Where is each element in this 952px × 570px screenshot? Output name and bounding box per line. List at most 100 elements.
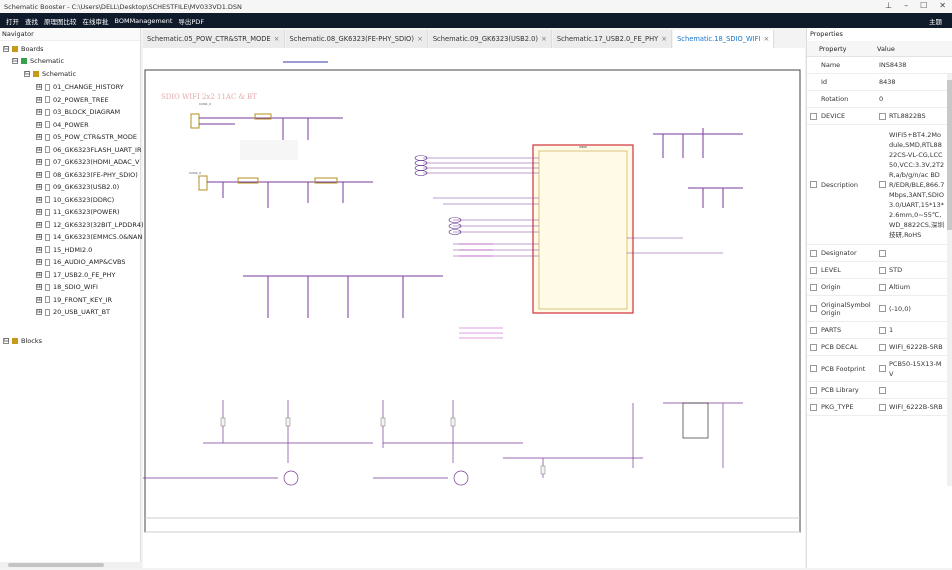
- tree-page-item[interactable]: ⊞06_GK6323FLASH_UART_IR: [36, 144, 141, 156]
- property-checkbox[interactable]: [810, 181, 817, 188]
- tree-page-item[interactable]: ⊞10_GK6323(DDRC): [36, 194, 114, 206]
- tree-page-item[interactable]: ⊞18_SDIO_WIFI: [36, 281, 98, 293]
- value-checkbox[interactable]: [879, 386, 886, 394]
- tree-page-item[interactable]: ⊞15_HDMI2.0: [36, 244, 92, 256]
- expand-icon[interactable]: ⊞: [36, 245, 43, 253]
- property-value[interactable]: INS8438: [875, 60, 945, 70]
- property-value[interactable]: [875, 249, 945, 257]
- property-checkbox[interactable]: [810, 386, 817, 394]
- expand-icon[interactable]: ⊞: [36, 183, 43, 190]
- property-value[interactable]: RTL8822BS: [875, 111, 945, 121]
- property-value[interactable]: STD: [875, 265, 945, 275]
- property-checkbox[interactable]: [810, 365, 817, 372]
- property-value[interactable]: WIFI_6222B-SRB: [875, 402, 945, 412]
- property-value[interactable]: 1: [875, 325, 945, 335]
- property-value[interactable]: Altium: [875, 282, 945, 292]
- tree-page-item[interactable]: ⊞07_GK6323(HDMI_ADAC_V: [36, 156, 139, 168]
- value-checkbox[interactable]: [879, 181, 886, 188]
- property-value[interactable]: WIFI5+BT4.2Module,SMD,RTL8822CS-VL-CG,LC…: [875, 130, 945, 240]
- tree-page-item[interactable]: ⊞03_BLOCK_DIAGRAM: [36, 106, 120, 118]
- expand-icon[interactable]: ⊞: [36, 83, 43, 90]
- tab-schematic[interactable]: Schematic.17_USB2.0_FE_PHY×: [552, 30, 673, 48]
- value-checkbox[interactable]: [879, 112, 886, 120]
- property-value[interactable]: 8438: [875, 77, 945, 87]
- value-checkbox[interactable]: [879, 283, 886, 291]
- property-value[interactable]: WIFI_6222B-SRB: [875, 342, 945, 352]
- navigator-scrollbar[interactable]: [0, 562, 141, 568]
- property-value[interactable]: [875, 386, 945, 394]
- menu-open[interactable]: 打开: [6, 17, 19, 26]
- expand-icon[interactable]: ⊞: [36, 283, 43, 290]
- tree-blocks[interactable]: ⊟Blocks: [3, 335, 42, 347]
- close-tab-icon[interactable]: ×: [273, 35, 280, 43]
- expand-icon[interactable]: ⊞: [36, 208, 43, 215]
- tree-schematic-root[interactable]: ⊟Schematic: [12, 55, 64, 67]
- close-icon[interactable]: ✕: [939, 1, 946, 10]
- tree-page-item[interactable]: ⊞20_USB_UART_BT: [36, 306, 110, 318]
- menu-review[interactable]: 在线审批: [82, 17, 109, 26]
- minimize-icon[interactable]: –: [904, 1, 909, 10]
- close-tab-icon[interactable]: ×: [416, 35, 423, 43]
- expand-icon[interactable]: ⊟: [3, 337, 10, 344]
- tree-page-item[interactable]: ⊞11_GK6323(POWER): [36, 206, 120, 218]
- value-checkbox[interactable]: [879, 266, 886, 274]
- tree-page-item[interactable]: ⊞02_POWER_TREE: [36, 94, 109, 106]
- expand-icon[interactable]: ⊟: [3, 45, 10, 52]
- value-checkbox[interactable]: [879, 343, 886, 351]
- property-checkbox[interactable]: [810, 326, 817, 334]
- menu-theme[interactable]: 主题: [929, 18, 942, 26]
- tree-page-item[interactable]: ⊞12_GK6323(32BIT_LPDDR4): [36, 219, 144, 231]
- property-checkbox[interactable]: [810, 305, 817, 312]
- close-tab-icon[interactable]: ×: [661, 35, 668, 43]
- expand-icon[interactable]: ⊞: [36, 120, 43, 128]
- property-checkbox[interactable]: [810, 343, 817, 351]
- tree-page-item[interactable]: ⊞14_GK6323(EMMC5.0&NAN: [36, 231, 142, 243]
- menu-bom[interactable]: BOMManagement: [114, 16, 173, 25]
- tab-schematic[interactable]: Schematic.08_GK6323(FE-PHY_SDIO)×: [285, 30, 428, 48]
- value-checkbox[interactable]: [879, 249, 886, 257]
- expand-icon[interactable]: ⊞: [36, 195, 43, 203]
- tab-schematic[interactable]: Schematic.05_POW_CTR&STR_MODE×: [143, 30, 285, 48]
- property-checkbox[interactable]: [810, 112, 817, 120]
- menu-export-pdf[interactable]: 导出PDF: [178, 17, 205, 26]
- expand-icon[interactable]: ⊞: [36, 133, 43, 140]
- tree-page-item[interactable]: ⊞09_GK6323(USB2.0): [36, 181, 119, 193]
- property-checkbox[interactable]: [810, 266, 817, 274]
- pin-icon[interactable]: ⊥: [885, 1, 893, 10]
- value-checkbox[interactable]: [879, 365, 886, 372]
- expand-icon[interactable]: ⊟: [24, 70, 31, 77]
- menu-find[interactable]: 查找: [25, 17, 38, 26]
- close-tab-icon[interactable]: ×: [541, 35, 547, 43]
- expand-icon[interactable]: ⊞: [36, 95, 43, 103]
- close-tab-icon[interactable]: ×: [763, 35, 770, 43]
- expand-icon[interactable]: ⊞: [36, 220, 43, 228]
- properties-scrollbar[interactable]: [947, 74, 952, 486]
- property-checkbox[interactable]: [810, 249, 817, 257]
- value-checkbox[interactable]: [879, 326, 886, 334]
- value-checkbox[interactable]: [879, 403, 886, 411]
- schematic-canvas[interactable]: SDIO WIFI 2x2 11AC & BT CON1_0 CON2_0 U8…: [143, 48, 805, 568]
- tree-page-item[interactable]: ⊞17_USB2.0_FE_PHY: [36, 269, 115, 281]
- property-value[interactable]: (-10,0): [875, 304, 945, 314]
- tree-boards[interactable]: ⊟Boards: [3, 43, 44, 55]
- expand-icon[interactable]: ⊟: [12, 57, 19, 64]
- expand-icon[interactable]: ⊞: [36, 295, 43, 303]
- expand-icon[interactable]: ⊞: [36, 308, 43, 315]
- property-checkbox[interactable]: [810, 283, 817, 291]
- property-value[interactable]: PCB50-15X13-MV: [875, 359, 945, 379]
- expand-icon[interactable]: ⊞: [36, 233, 43, 240]
- tree-schematic-child[interactable]: ⊟Schematic: [24, 68, 76, 80]
- tab-schematic[interactable]: Schematic.18_SDIO_WIFI×: [673, 30, 775, 48]
- tree-page-item[interactable]: ⊞04_POWER: [36, 119, 89, 131]
- expand-icon[interactable]: ⊞: [36, 158, 43, 165]
- tree-page-item[interactable]: ⊞19_FRONT_KEY_IR: [36, 294, 112, 306]
- expand-icon[interactable]: ⊞: [36, 145, 43, 153]
- menu-compare[interactable]: 原理图比较: [44, 17, 77, 26]
- expand-icon[interactable]: ⊞: [36, 270, 43, 278]
- expand-icon[interactable]: ⊞: [36, 108, 43, 115]
- expand-icon[interactable]: ⊞: [36, 170, 43, 178]
- expand-icon[interactable]: ⊞: [36, 258, 43, 265]
- tab-schematic[interactable]: Schematic.09_GK6323(USB2.0)×: [428, 30, 552, 48]
- maximize-icon[interactable]: ☐: [920, 1, 928, 10]
- tree-page-item[interactable]: ⊞05_POW_CTR&STR_MODE: [36, 131, 137, 143]
